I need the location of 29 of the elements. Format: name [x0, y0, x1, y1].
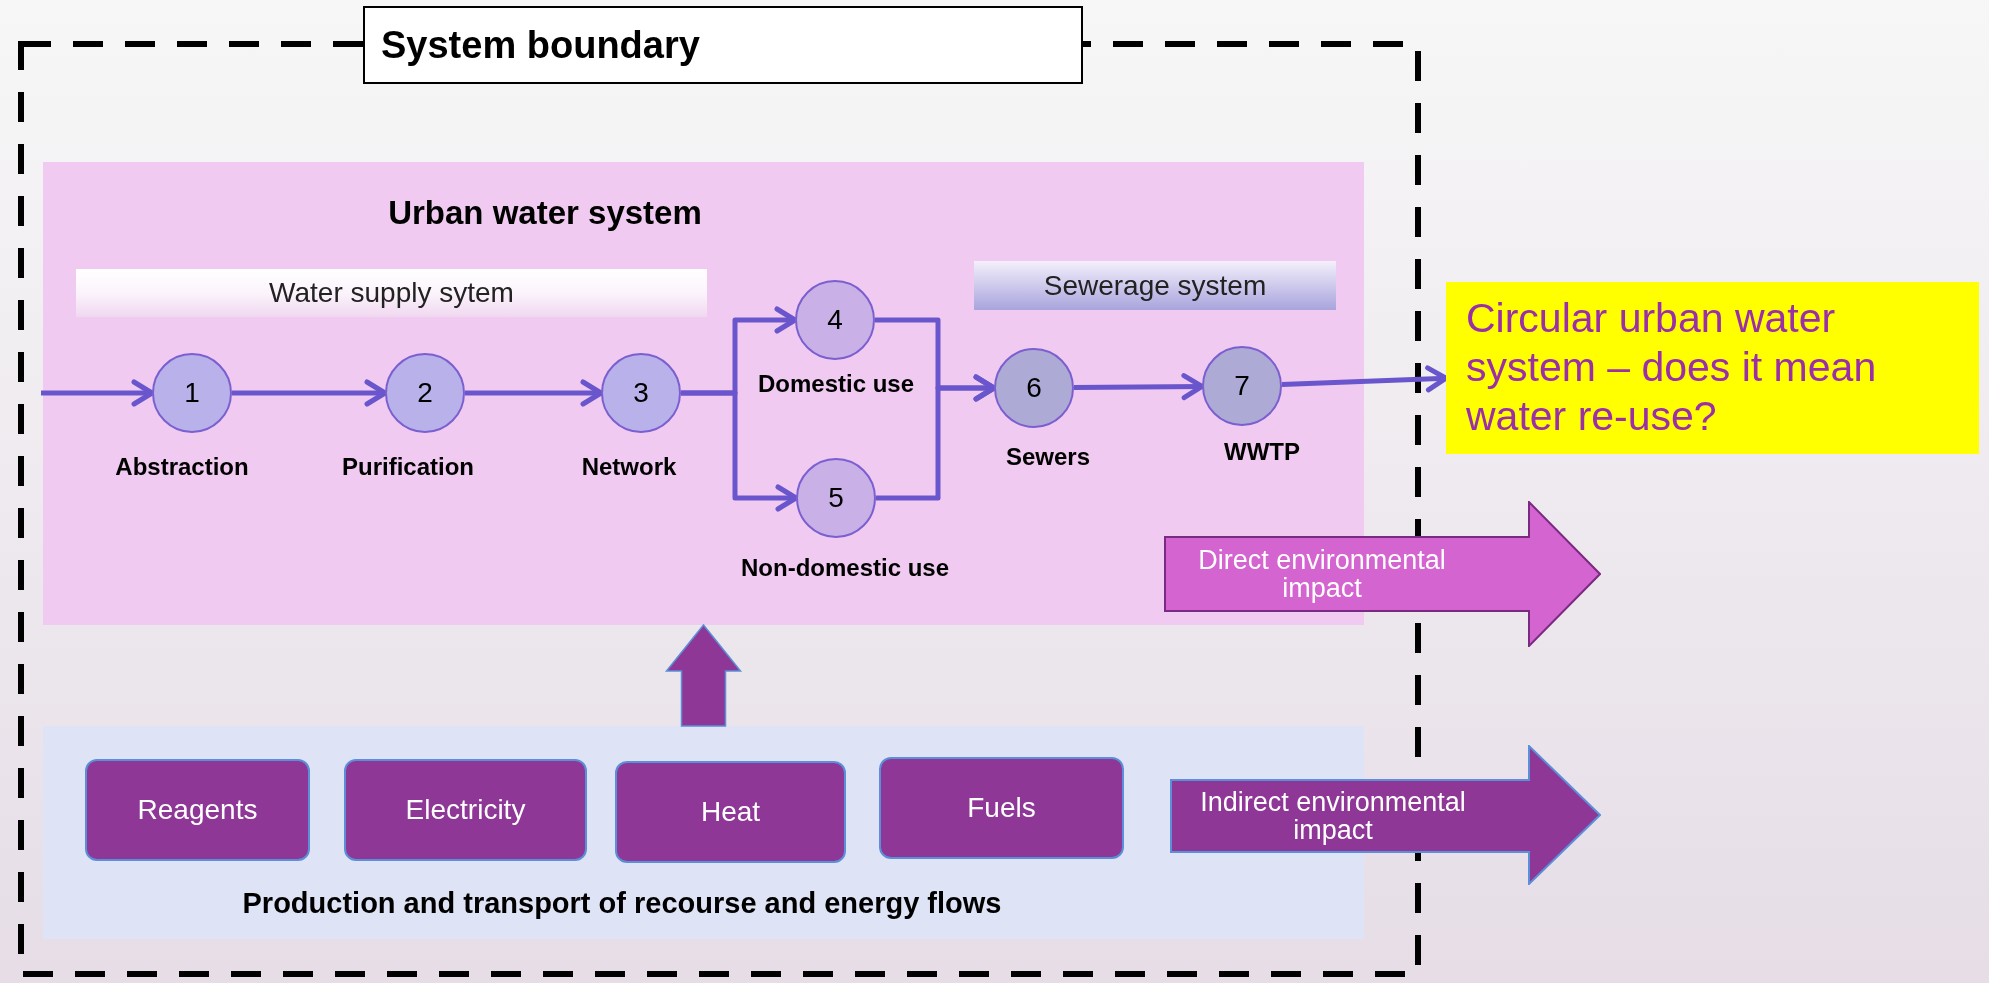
- resource-box: Reagents: [85, 759, 310, 861]
- arrow-label: Direct environmental impact: [1197, 543, 1447, 605]
- node-label: Network: [581, 452, 677, 482]
- flow-arrow: [41, 379, 155, 407]
- flow-arrow: [681, 390, 799, 512]
- node-label: Abstraction: [115, 452, 249, 482]
- resource-box: Fuels: [879, 757, 1124, 859]
- panel-title: Urban water system: [388, 193, 702, 234]
- node-label: Non-domestic use: [741, 553, 949, 583]
- panel-title: Production and transport of recourse and energy flows: [242, 886, 1002, 922]
- node-label: Purification: [342, 452, 474, 482]
- resource-box: Electricity: [344, 759, 587, 861]
- section-band: Sewerage system: [974, 261, 1336, 310]
- flow-arrow: [876, 374, 997, 501]
- arrow-label: Indirect environmental impact: [1199, 785, 1467, 847]
- flow-arrow: [465, 379, 604, 407]
- node-label: Domestic use: [757, 369, 915, 399]
- resource-box: Heat: [615, 761, 846, 863]
- flow-arrow: [1281, 365, 1449, 393]
- section-band: Water supply sytem: [76, 269, 707, 317]
- flow-arrow: [232, 379, 388, 407]
- block-arrow: [664, 623, 743, 727]
- flow-arrow: [1073, 373, 1205, 401]
- question-note: Circular urban water system – does it mean water re-use?: [1446, 282, 1979, 454]
- impact-arrow: [1170, 745, 1601, 885]
- node-label: WWTP: [1224, 437, 1300, 467]
- boundary-title: System boundary: [363, 6, 1083, 84]
- node-label: Sewers: [1005, 442, 1091, 472]
- impact-arrow: [1164, 501, 1601, 647]
